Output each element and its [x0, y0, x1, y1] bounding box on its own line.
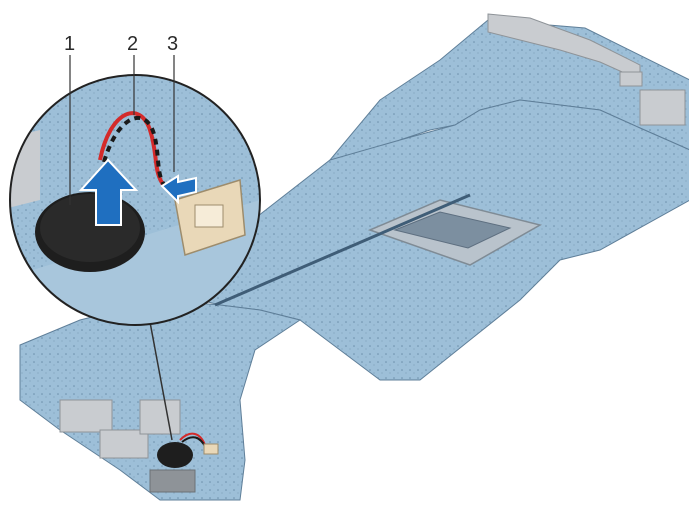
callout-2-label: 2 [127, 33, 138, 55]
zoom-metal-left [0, 130, 40, 210]
usb-port-right [640, 90, 685, 125]
zoom-connector-socket [195, 205, 223, 227]
connector-left-bottom [150, 470, 195, 492]
callout-3-label: 3 [167, 33, 178, 55]
battery-connector-small [204, 444, 218, 454]
port-small-right [620, 72, 642, 86]
sd-card-slot [60, 400, 112, 432]
zoom-coin-cell-top [40, 194, 140, 262]
coin-cell-small [157, 442, 193, 468]
port-left-upper [140, 400, 180, 434]
callout-1-label: 1 [64, 33, 75, 55]
